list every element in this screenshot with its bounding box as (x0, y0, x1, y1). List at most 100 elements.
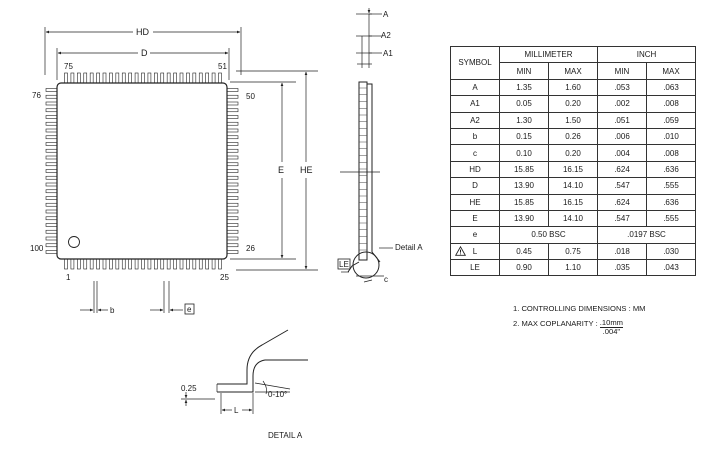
header-mm-max: MAX (548, 62, 598, 80)
pin-lead (83, 72, 88, 84)
pin-lead (45, 236, 58, 241)
pin-lead (226, 236, 239, 241)
pin-lead (226, 162, 239, 167)
pin-lead (45, 229, 58, 234)
pin-lead (226, 182, 239, 187)
pin-lead (45, 216, 58, 221)
pin-lead (109, 72, 113, 84)
pin-lead (198, 258, 203, 270)
header-symbol: SYMBOL (450, 46, 500, 80)
detail-a-circle (352, 251, 380, 279)
pin-lead (45, 196, 58, 200)
pin-lead (128, 258, 132, 270)
pin-lead (211, 72, 216, 84)
dim-b-label: b (110, 306, 115, 315)
pin-lead (226, 142, 239, 146)
pin-lead (226, 101, 239, 106)
pin-lead (64, 72, 68, 84)
pin-lead (226, 155, 239, 160)
pin-lead (160, 72, 165, 84)
pin-label-1: 1 (66, 273, 71, 282)
pin-lead (154, 258, 158, 270)
pin-lead (226, 223, 239, 227)
pin-lead (141, 72, 145, 84)
pin-lead (226, 88, 239, 92)
pin-lead (45, 115, 58, 119)
dim-he-label: HE (300, 165, 313, 175)
pin-lead (64, 258, 68, 270)
pin-lead (77, 72, 81, 84)
pin-lead (45, 94, 58, 99)
dim-e-pitch-label: e (187, 305, 192, 314)
header-mm-min: MIN (499, 62, 549, 80)
pin-lead (226, 135, 239, 140)
note-2: 2. MAX COPLANARITY : .10mm .004" (513, 318, 624, 336)
pin-lead (45, 243, 58, 248)
pin-lead (198, 72, 203, 84)
table-row-e: e 0.50 BSC .0197 BSC (450, 226, 696, 244)
pin-label-26: 26 (246, 244, 255, 253)
pin-lead (226, 209, 239, 214)
pin-lead (45, 162, 58, 167)
side-leads (359, 87, 367, 251)
pin-lead (45, 88, 58, 92)
pin-label-50: 50 (246, 92, 255, 101)
pin-lead (45, 175, 58, 180)
pin-lead (45, 169, 58, 173)
dim-a2-label: A2 (381, 31, 391, 40)
pin-lead (83, 258, 88, 270)
detail-a-caption: DETAIL A (268, 431, 303, 440)
pin-lead (45, 155, 58, 160)
pin-label-25: 25 (220, 273, 229, 282)
package-body (56, 82, 228, 260)
pin-lead (226, 243, 239, 248)
pin-lead (147, 258, 152, 270)
pin-lead (179, 258, 184, 270)
pin-lead (179, 72, 184, 84)
detail-l-label: L (234, 406, 239, 415)
pin-lead (166, 258, 171, 270)
pin-lead (218, 258, 222, 270)
pin-lead (102, 72, 107, 84)
note-1: 1. CONTROLLING DIMENSIONS : MM (513, 304, 646, 313)
pin-lead (226, 216, 239, 221)
dim-le-box (337, 258, 351, 270)
pin-label-100: 100 (30, 244, 44, 253)
pin-lead (226, 189, 239, 194)
dim-d-label: D (141, 48, 148, 58)
pin-lead (45, 108, 58, 113)
pin-lead (211, 258, 216, 270)
side-body (358, 81, 368, 261)
side-view: A A2 A1 Detail A LE c (337, 8, 423, 284)
pin-lead (45, 128, 58, 133)
pin-lead (226, 94, 239, 99)
pin-lead (45, 101, 58, 106)
pin-lead (147, 72, 152, 84)
pin-lead (226, 229, 239, 234)
pin-lead (70, 258, 75, 270)
notes: 1. CONTROLLING DIMENSIONS : MM 2. MAX CO… (513, 301, 646, 336)
pin-lead (45, 121, 58, 126)
coplanarity-fraction: .10mm .004" (599, 318, 624, 336)
pin-lead (166, 72, 171, 84)
dim-c-label: c (384, 275, 388, 284)
pin-lead (96, 258, 100, 270)
pin-label-75: 75 (64, 62, 73, 71)
pin-lead (205, 258, 209, 270)
pin-lead (96, 72, 100, 84)
pin-lead (70, 72, 75, 84)
detail-a-view: 0.25 L 0-10° (181, 329, 308, 415)
pin-lead (121, 72, 126, 84)
pin-lead (154, 72, 158, 84)
dim-hd-label: HD (136, 27, 149, 37)
pin-lead (173, 258, 177, 270)
pin-lead (226, 175, 239, 180)
pin-lead (226, 148, 239, 153)
pin-lead (45, 250, 58, 254)
